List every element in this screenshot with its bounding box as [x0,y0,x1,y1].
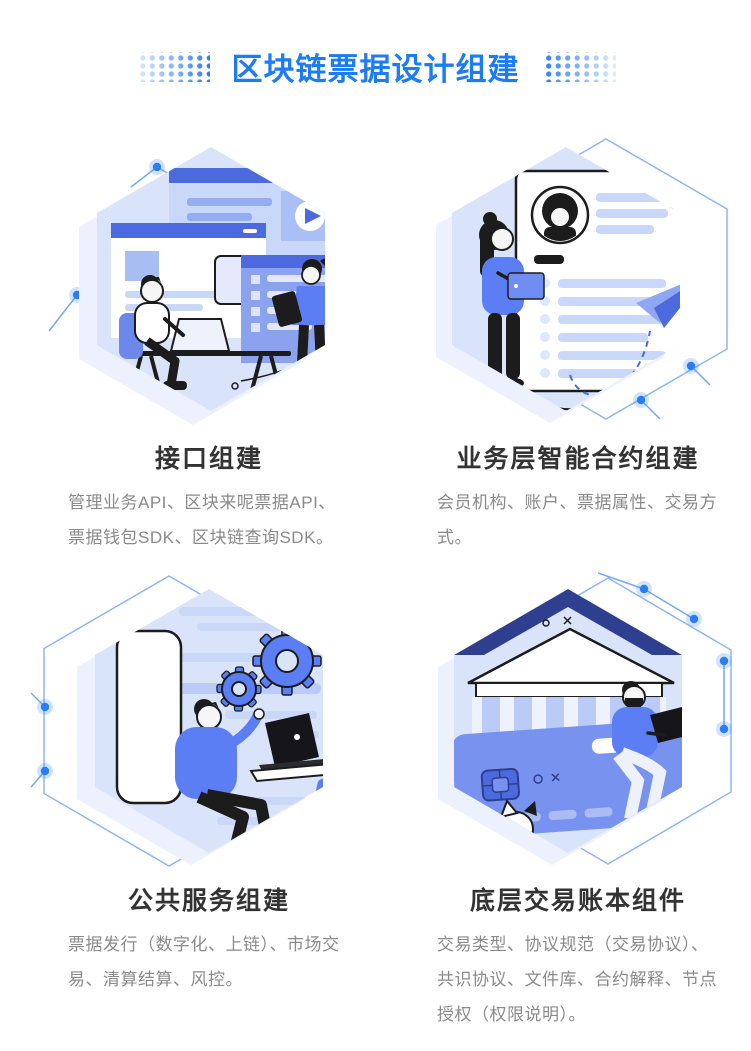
laptop-icon [169,318,231,352]
card-description: 交易类型、协议规范（交易协议）、共识协议、文件库、合约解释、节点授权（权限说明）… [437,935,717,1024]
circuit-node-icon [40,766,50,776]
page-title: 区块链票据设计组建 [231,52,520,87]
card-title: 底层交易账本组件 [469,887,686,915]
card-description: 会员机构、账户、票据属性、交易方式。 [437,493,717,547]
paper-plane-icon [636,273,680,328]
feature-card-ledger: 底层交易账本组件 交易类型、协议规范（交易协议）、共识协议、文件库、合约解释、节… [437,571,732,1032]
desk [249,761,323,783]
person-sitting [119,275,187,390]
cloud-icon [285,803,323,820]
circuit-node-icon [639,584,649,594]
dot-grid-icon-left [135,51,210,82]
circuit-node-icon [636,395,646,405]
card-title: 接口组建 [154,445,263,473]
feature-card-interface: 接口组建 管理业务API、区块来呢票据API、票据钱包SDK、区块链查询SDK。 [48,129,350,555]
feature-card-smart-contract: 业务层智能合约组建 会员机构、账户、票据属性、交易方式。 [436,129,728,555]
dot-grid-icon-right [541,51,616,82]
card-description: 票据发行（数字化、上链）、市场交易、清算结算、风控。 [68,935,340,989]
play-icon [305,208,321,224]
illustration-wrap [437,571,732,873]
section-header: 区块链票据设计组建 [0,0,751,89]
hexagon-bank-credit-card-coins-illustration [438,572,732,865]
card-title: 公共服务组建 [127,887,290,915]
circuit-node-icon [40,702,50,712]
illustration-wrap [436,129,728,431]
circuit-node-icon [719,656,729,666]
circuit-node-icon [689,614,699,624]
hexagon-team-building-interfaces-illustration [48,147,325,425]
feature-card-public-service: 公共服务组建 票据发行（数字化、上链）、市场交易、清算结算、风控。 [30,571,350,1032]
tablet-icon [507,272,545,300]
illustration-wrap [48,129,350,431]
hexagon-profile-document-paper-plane-illustration [436,138,728,423]
feature-grid: 接口组建 管理业务API、区块来呢票据API、票据钱包SDK、区块链查询SDK。 [0,129,751,1032]
person-woman [479,212,545,394]
circuit-node-icon [686,361,696,371]
hexagon-developer-laptop-gears-illustration [30,575,323,867]
illustration-wrap [30,571,350,873]
profile-document [514,169,680,393]
circuit-node-icon [719,724,729,734]
card-description: 管理业务API、区块来呢票据API、票据钱包SDK、区块链查询SDK。 [68,493,336,547]
hexagon-outline [484,572,732,865]
card-title: 业务层智能合约组建 [456,445,700,473]
